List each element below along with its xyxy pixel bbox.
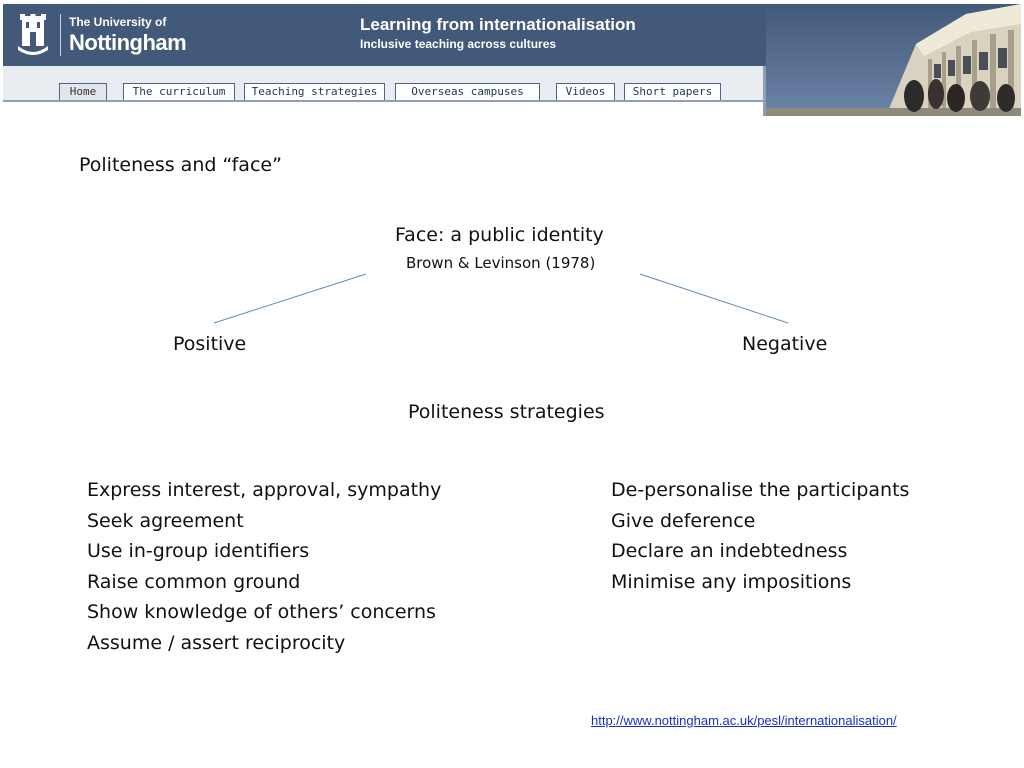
- site-subtitle: Inclusive teaching across cultures: [360, 37, 557, 51]
- logo-divider: [60, 14, 61, 56]
- university-name: Nottingham: [69, 30, 187, 55]
- tab-teaching-strategies[interactable]: Teaching strategies: [244, 83, 385, 100]
- footer-url-link[interactable]: http://www.nottingham.ac.uk/pesl/interna…: [591, 713, 897, 728]
- negative-face-label: Negative: [742, 333, 828, 355]
- list-item: Declare an indebtedness: [611, 540, 848, 563]
- list-item: Seek agreement: [87, 509, 244, 532]
- connector-line-positive: [213, 273, 367, 324]
- slide-title: Politeness and “face”: [79, 154, 282, 176]
- site-title: Learning from internationalisation: [360, 15, 636, 34]
- list-item: Minimise any impositions: [611, 570, 852, 593]
- list-item: Show knowledge of others’ concerns: [87, 601, 436, 624]
- face-reference: Brown & Levinson (1978): [406, 254, 596, 272]
- list-item: Give deference: [611, 509, 756, 532]
- nav-strip-edge: [763, 66, 766, 116]
- list-item: De-personalise the participants: [611, 479, 910, 501]
- tab-home[interactable]: Home: [59, 83, 107, 100]
- connector-line-negative: [639, 273, 789, 324]
- face-heading: Face: a public identity: [395, 224, 604, 246]
- tab-videos[interactable]: Videos: [556, 83, 615, 100]
- negative-strategies-list: De-personalise the participants Give def…: [611, 475, 909, 597]
- list-item: Use in-group identifiers: [87, 540, 310, 563]
- positive-strategies-list: Express interest, approval, sympathy See…: [87, 475, 441, 659]
- university-name-small: The University of: [69, 15, 167, 29]
- positive-face-label: Positive: [173, 333, 247, 355]
- strategies-heading: Politeness strategies: [408, 401, 605, 423]
- list-item: Express interest, approval, sympathy: [87, 479, 442, 501]
- tab-short-papers[interactable]: Short papers: [624, 83, 721, 100]
- list-item: Raise common ground: [87, 570, 301, 593]
- list-item: Assume / assert reciprocity: [87, 631, 346, 654]
- university-crest-icon: [18, 14, 48, 55]
- tab-overseas-campuses[interactable]: Overseas campuses: [395, 83, 540, 100]
- tab-the-curriculum[interactable]: The curriculum: [123, 83, 235, 100]
- campus-building-photo: [766, 4, 1021, 116]
